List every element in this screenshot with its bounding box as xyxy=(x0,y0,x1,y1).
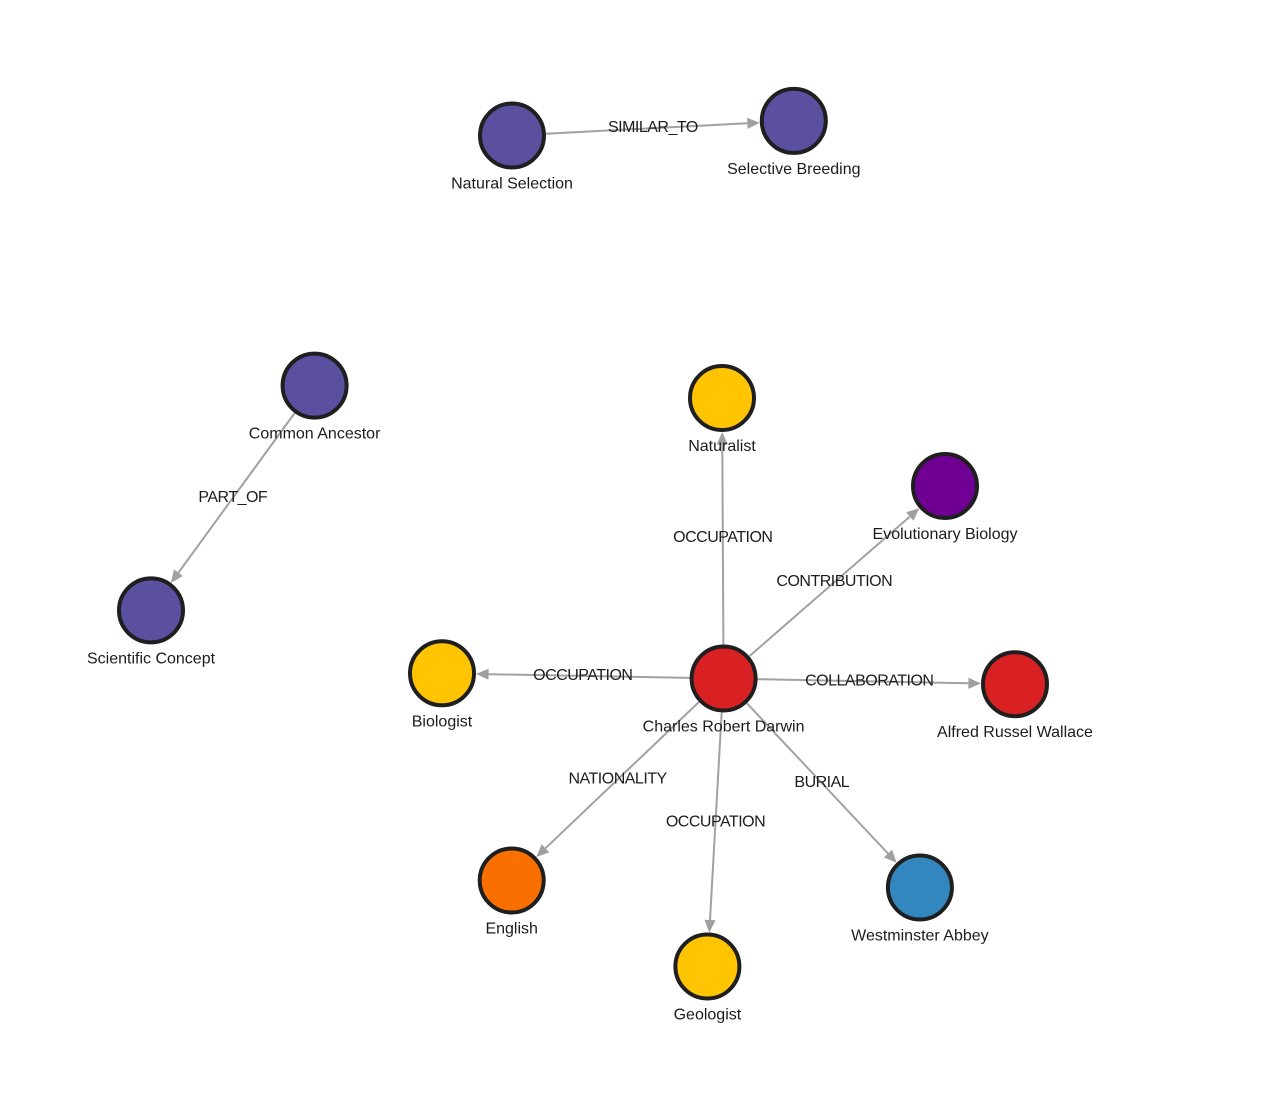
svg-text:COLLABORATION: COLLABORATION xyxy=(805,672,933,689)
svg-text:Scientific Concept: Scientific Concept xyxy=(87,650,216,667)
svg-text:Biologist: Biologist xyxy=(412,713,473,730)
svg-text:Evolutionary Biology: Evolutionary Biology xyxy=(873,526,1018,543)
svg-text:PART_OF: PART_OF xyxy=(198,489,268,506)
svg-text:SIMILAR_TO: SIMILAR_TO xyxy=(608,119,698,136)
svg-text:OCCUPATION: OCCUPATION xyxy=(533,667,632,684)
svg-text:Natural Selection: Natural Selection xyxy=(451,176,573,193)
svg-text:Common Ancestor: Common Ancestor xyxy=(249,426,381,443)
svg-text:Geologist: Geologist xyxy=(674,1007,742,1024)
svg-text:Selective Breeding: Selective Breeding xyxy=(727,161,860,178)
svg-text:CONTRIBUTION: CONTRIBUTION xyxy=(776,573,892,590)
svg-text:OCCUPATION: OCCUPATION xyxy=(673,529,772,546)
svg-text:NATIONALITY: NATIONALITY xyxy=(568,771,667,788)
svg-text:Naturalist: Naturalist xyxy=(688,438,756,455)
svg-text:English: English xyxy=(485,921,537,938)
svg-text:Charles Robert Darwin: Charles Robert Darwin xyxy=(643,719,805,736)
svg-text:Westminster Abbey: Westminster Abbey xyxy=(851,928,989,945)
svg-text:BURIAL: BURIAL xyxy=(794,774,849,791)
svg-text:Alfred Russel Wallace: Alfred Russel Wallace xyxy=(937,724,1093,741)
svg-text:OCCUPATION: OCCUPATION xyxy=(666,814,765,831)
